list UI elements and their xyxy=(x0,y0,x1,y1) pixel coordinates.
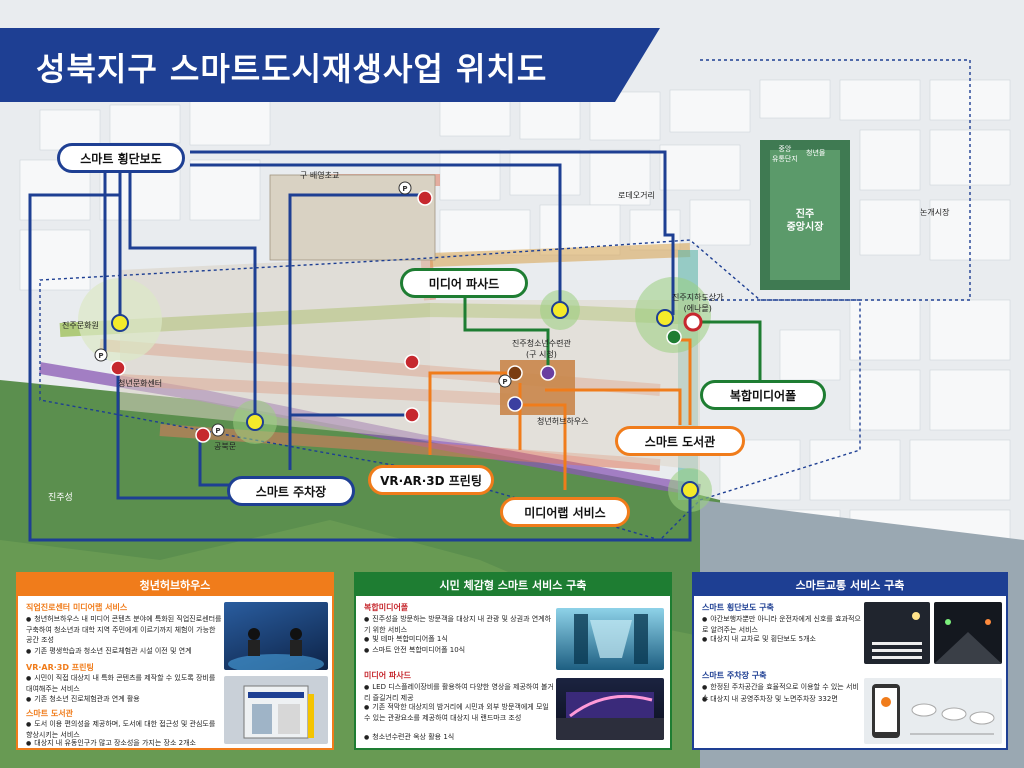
panel-traffic-services: 스마트교통 서비스 구축 스마트 횡단보도 구축 야간보행자뿐만 아니라 운전자… xyxy=(692,572,1008,750)
photo-smart-parking xyxy=(864,678,1002,744)
panel-citizen-title: 시민 체감형 스마트 서비스 구축 xyxy=(356,574,670,596)
youth-sec-3-item-1: 도서 이용 편의성을 제공하며, 도서에 대한 접근성 및 관심도를 향상시키는… xyxy=(26,719,222,740)
youth-sec-1-item-2: 기존 평생학습과 청소년 진로체험관 시설 이전 및 연계 xyxy=(26,646,222,657)
panel-traffic-title: 스마트교통 서비스 구축 xyxy=(694,574,1006,596)
blue-routes xyxy=(28,150,692,542)
youth-sec-2-heading: VR·AR·3D 프린팅 xyxy=(26,663,94,672)
label-rodeo: 로데오거리 xyxy=(618,191,655,200)
callout-media-facade[interactable]: 미디어 파사드 xyxy=(400,268,528,298)
label-underground-mall: 진주지하도상가 (에나몰) xyxy=(672,293,724,313)
svg-text:P: P xyxy=(502,378,507,386)
citizen-sec-1-item-1: 진주성을 방문하는 방문객을 대상지 내 관광 및 상권과 연계하기 위한 서비… xyxy=(364,614,554,635)
map-markers xyxy=(110,190,703,499)
photo-smart-library-kiosk xyxy=(224,676,328,744)
label-fortress: 진주성 xyxy=(48,493,73,503)
label-youth-hall: 진주청소년수련관 (구 시청) xyxy=(512,339,571,359)
citizen-sec-2-heading: 미디어 파사드 xyxy=(364,671,411,680)
photo-media-facade xyxy=(556,678,664,740)
label-youth-hub: 청년허브하우스 xyxy=(537,417,589,426)
panel-youth-title: 청년허브하우스 xyxy=(18,574,332,596)
svg-text:P: P xyxy=(402,185,407,193)
traffic-sec-2-heading: 스마트 주차장 구축 xyxy=(702,671,767,680)
photo-vr-studio xyxy=(224,602,328,670)
youth-sec-3-item-2: 대상지 내 유동인구가 많고 장소성을 가지는 장소 2개소 xyxy=(26,738,222,749)
label-market: 진주 중앙시장 xyxy=(786,209,824,233)
photo-media-pole xyxy=(556,608,664,670)
callout-medialab[interactable]: 미디어랩 서비스 xyxy=(500,497,630,527)
label-west-lot-a: 중앙 유통단지 xyxy=(772,145,798,163)
citizen-sec-2-item-1: LED 디스플레이장비를 활용하여 다양한 영상을 제공하여 볼거리 즐길거리 … xyxy=(364,682,554,703)
photo-crosswalk-2 xyxy=(934,602,1002,664)
label-north-gate: 공북문 xyxy=(214,442,237,451)
callout-vr-ar[interactable]: VR·AR·3D 프린팅 xyxy=(368,465,494,495)
svg-text:P: P xyxy=(215,427,220,435)
parking-markers: P P P P xyxy=(94,181,512,437)
youth-sec-1-heading: 직업진로센터 미디어랩 서비스 xyxy=(26,603,128,612)
citizen-sec-1-item-3: 스마트 안전 복합미디어폴 10식 xyxy=(364,645,554,656)
youth-sec-3-heading: 스마트 도서관 xyxy=(26,709,73,718)
traffic-sec-1-item-2: 대상지 내 교차로 및 횡단보도 5개소 xyxy=(702,634,862,645)
header-banner xyxy=(0,28,660,102)
label-old-school: 구 배영초교 xyxy=(300,171,340,180)
green-routes xyxy=(463,298,762,380)
page-title: 성북지구 스마트도시재생사업 위치도 xyxy=(36,50,548,88)
traffic-sec-1-item-1: 야간보행자뿐만 아니라 운전자에게 신호를 효과적으로 알려주는 서비스 xyxy=(702,614,862,635)
panel-citizen-services: 시민 체감형 스마트 서비스 구축 복합미디어폴 진주성을 방문하는 방문객을 … xyxy=(354,572,672,750)
citizen-sec-2-item-3: 청소년수련관 옥상 활용 1식 xyxy=(364,732,554,743)
citizen-sec-2-item-2: 기존 적막한 대상지의 밤거리에 시민과 외부 방문객에게 모일 수 있는 관광… xyxy=(364,702,554,723)
traffic-sec-1-heading: 스마트 횡단보도 구축 xyxy=(702,603,774,612)
label-culture-park: 진주문화원 xyxy=(62,321,99,330)
citizen-sec-1-heading: 복합미디어폴 xyxy=(364,603,409,612)
callout-smart-crosswalk[interactable]: 스마트 횡단보도 xyxy=(57,143,185,173)
traffic-sec-2-item-2: 대상지 내 공영주차장 및 노면주차장 332면 xyxy=(702,694,862,705)
callout-media-pole[interactable]: 복합미디어폴 xyxy=(700,380,826,410)
photo-crosswalk-1 xyxy=(864,602,930,664)
panel-youth-hub: 청년허브하우스 직업진로센터 미디어랩 서비스 청년허브하우스 내 미디어 콘텐… xyxy=(16,572,334,750)
svg-text:P: P xyxy=(98,352,103,360)
citizen-sec-1-item-2: 빛 테마 복합미디어폴 1식 xyxy=(364,634,554,645)
label-mall: 청년몰 xyxy=(806,149,826,157)
callout-smart-parking[interactable]: 스마트 주차장 xyxy=(227,476,355,506)
youth-sec-2-item-1: 시민이 직접 대상지 내 특화 콘텐츠를 제작할 수 있도록 장비를 대여해주는… xyxy=(26,673,222,694)
youth-sec-2-item-2: 기존 청소년 진로체험관과 연계 활용 xyxy=(26,694,222,705)
label-youth-center: 청년문화센터 xyxy=(118,379,163,388)
label-nongae: 논개시장 xyxy=(920,208,950,217)
youth-sec-1-item-1: 청년허브하우스 내 미디어 콘텐츠 분야에 특화된 직업진로센터를 구축하여 청… xyxy=(26,614,222,645)
callout-smart-library[interactable]: 스마트 도서관 xyxy=(615,426,745,456)
